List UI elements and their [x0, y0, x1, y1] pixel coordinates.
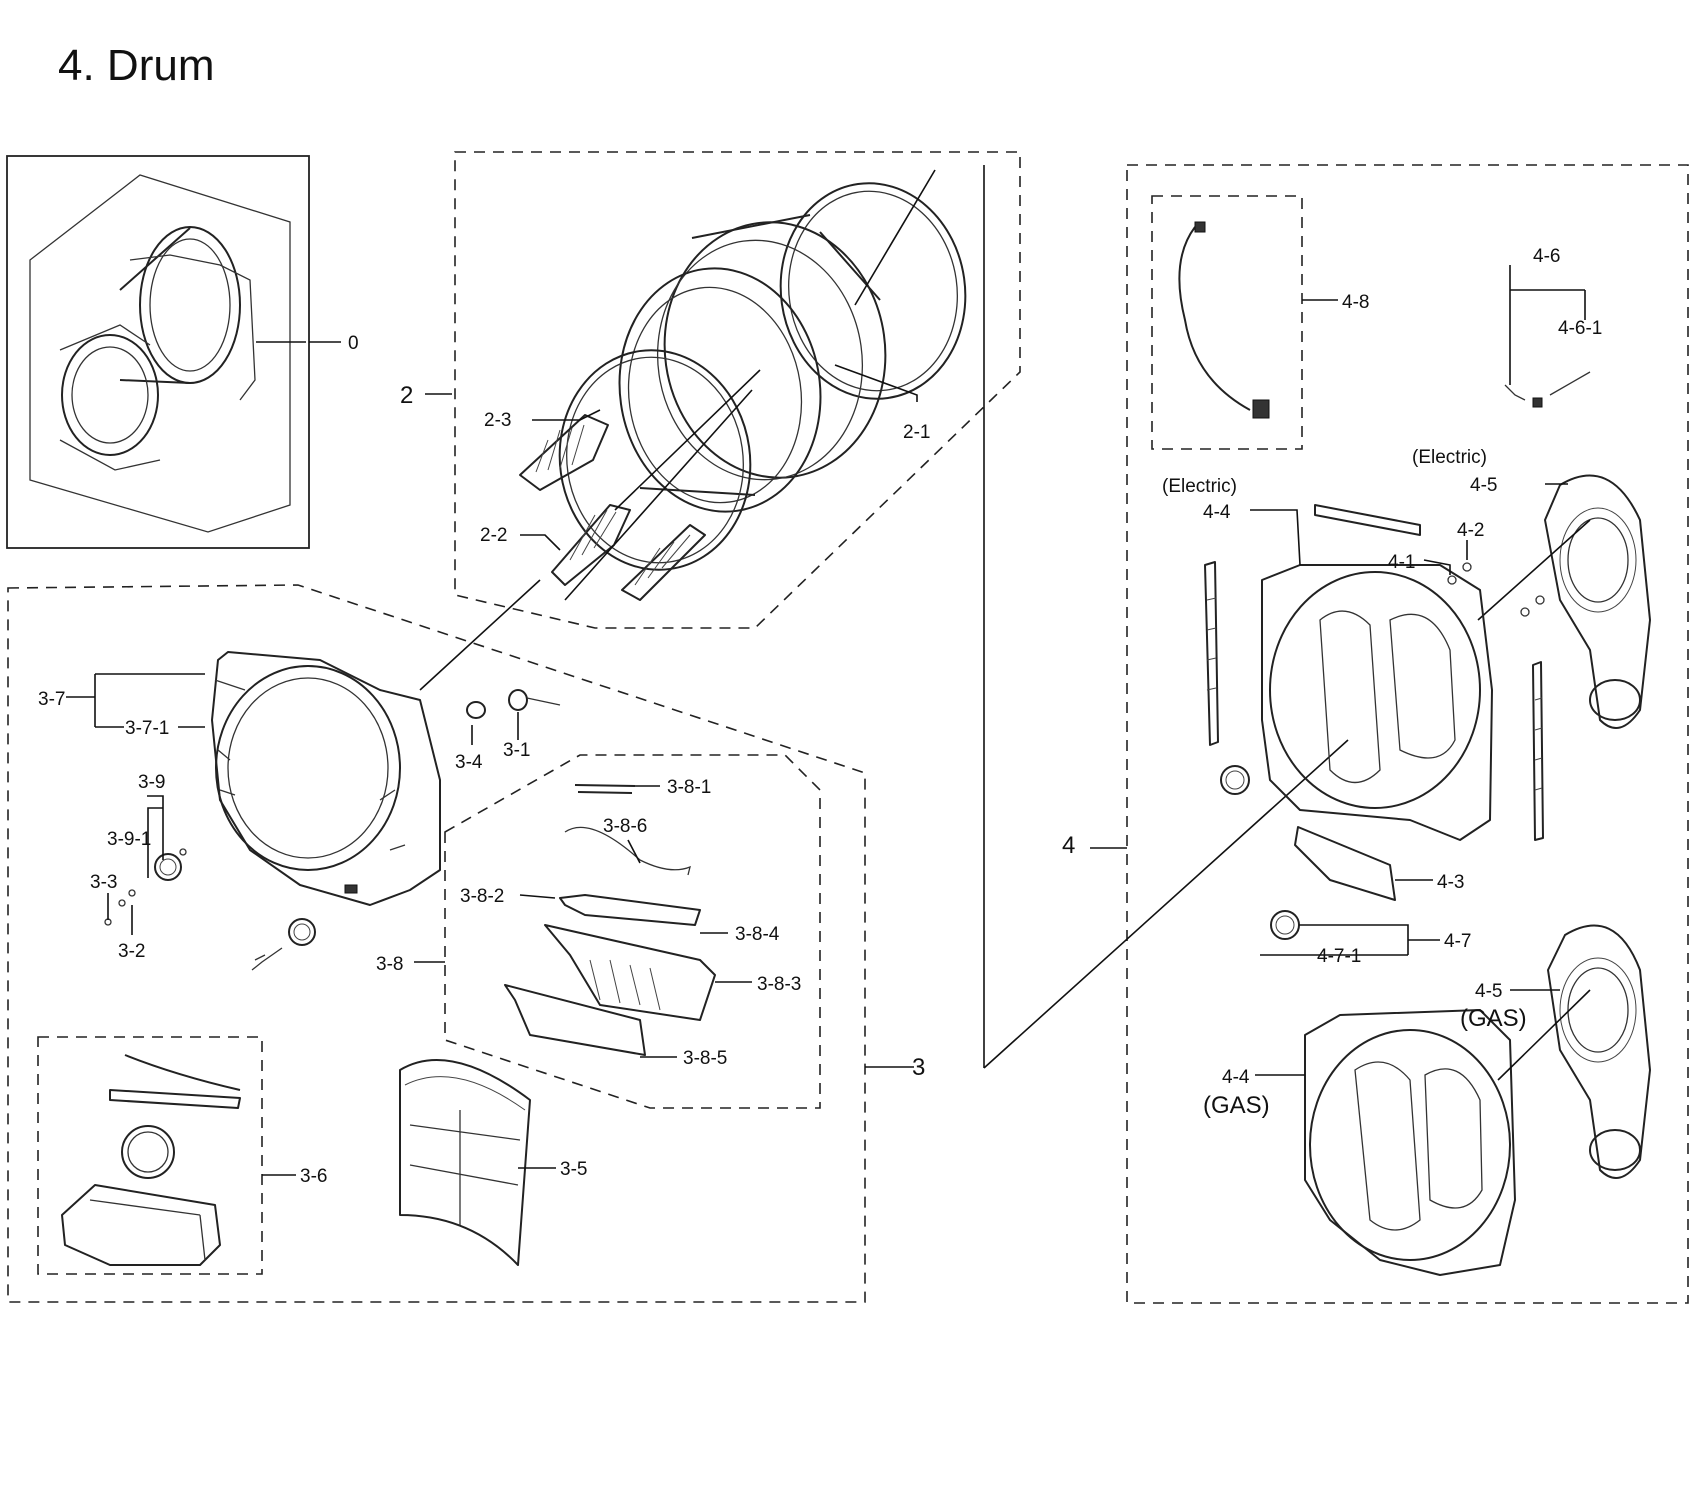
label-2-1: 2-1	[903, 422, 930, 443]
label-4-4-gas: 4-4	[1222, 1067, 1250, 1088]
label-2: 2	[400, 382, 413, 409]
label-3: 3	[912, 1054, 925, 1081]
label-4-5-gas: 4-5	[1475, 981, 1502, 1002]
label-4-2: 4-2	[1457, 520, 1484, 541]
label-electric-4-5: (Electric)	[1412, 447, 1487, 468]
label-2-3: 2-3	[484, 410, 511, 431]
part-3-5-lint-filter	[399, 1059, 556, 1266]
label-3-5: 3-5	[560, 1159, 587, 1180]
label-3-9-1: 3-9-1	[107, 829, 151, 850]
assembly-box	[6, 155, 310, 549]
label-3-8-5: 3-8-5	[683, 1048, 727, 1069]
part-0-assembly	[6, 155, 341, 549]
label-3-8-4: 3-8-4	[735, 924, 780, 945]
label-gas-4-4: (GAS)	[1203, 1092, 1270, 1119]
label-4-7: 4-7	[1444, 931, 1471, 952]
group-3-8-filter-housing	[414, 754, 821, 1109]
group-3-6-box	[37, 1036, 263, 1275]
group-4-8-box	[1151, 195, 1303, 450]
group-3-front-assembly	[7, 579, 914, 1303]
label-3-9: 3-9	[138, 772, 165, 793]
label-4-4-electric: 4-4	[1203, 502, 1231, 523]
label-3-7: 3-7	[38, 689, 65, 710]
label-4-8: 4-8	[1342, 292, 1369, 313]
label-3-2: 3-2	[118, 941, 145, 962]
label-4-6: 4-6	[1533, 246, 1560, 267]
label-3-8-2: 3-8-2	[460, 886, 504, 907]
group-3-6-duct	[37, 1036, 296, 1275]
label-0: 0	[348, 333, 359, 354]
label-2-2: 2-2	[480, 525, 507, 546]
label-3-4: 3-4	[455, 752, 483, 773]
label-4-5-electric: 4-5	[1470, 475, 1497, 496]
label-3-6: 3-6	[300, 1166, 327, 1187]
group-2-drum	[425, 151, 1021, 629]
diagram-title: 4. Drum	[58, 41, 214, 90]
label-3-8-1: 3-8-1	[667, 777, 711, 798]
label-4-7-1: 4-7-1	[1317, 946, 1361, 967]
label-3-8-6: 3-8-6	[603, 816, 647, 837]
label-3-8-3: 3-8-3	[757, 974, 801, 995]
label-3-3: 3-3	[90, 872, 117, 893]
label-4-1: 4-1	[1388, 552, 1415, 573]
label-4-3: 4-3	[1437, 872, 1464, 893]
label-4: 4	[1062, 832, 1075, 859]
group-4-rear-assembly	[983, 164, 1689, 1304]
label-3-8: 3-8	[376, 954, 403, 975]
label-3-1: 3-1	[503, 740, 530, 761]
label-3-7-1: 3-7-1	[125, 718, 169, 739]
label-electric-4-4: (Electric)	[1162, 476, 1237, 497]
label-gas-4-5: (GAS)	[1460, 1005, 1527, 1032]
label-4-6-1: 4-6-1	[1558, 318, 1602, 339]
